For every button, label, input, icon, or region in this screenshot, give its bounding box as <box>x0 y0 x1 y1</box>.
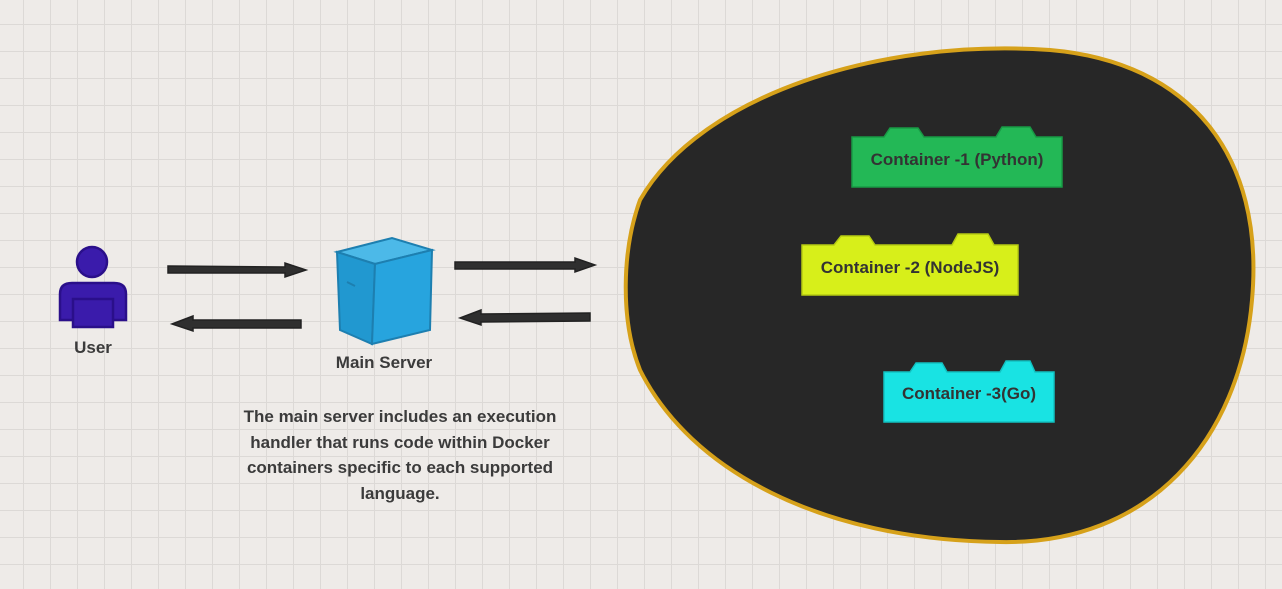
arrow-containers-to-server <box>457 308 591 327</box>
container-go <box>883 360 1055 423</box>
server-icon <box>333 236 436 346</box>
container-go-label: Container -3(Go) <box>901 384 1037 403</box>
arrow-user-to-server <box>167 261 309 279</box>
user-icon <box>58 245 128 329</box>
container-python-label: Container -1 (Python) <box>870 150 1044 169</box>
container-nodejs <box>801 233 1019 296</box>
description-text: The main server includes an execution ha… <box>243 407 557 503</box>
container-python <box>851 126 1063 188</box>
container-nodejs-label: Container -2 (NodeJS) <box>820 258 1000 277</box>
arrow-server-to-user <box>169 314 302 333</box>
arrow-server-to-containers <box>454 256 598 274</box>
main-server-label: Main Server <box>335 353 433 372</box>
user-label: User <box>74 338 112 357</box>
